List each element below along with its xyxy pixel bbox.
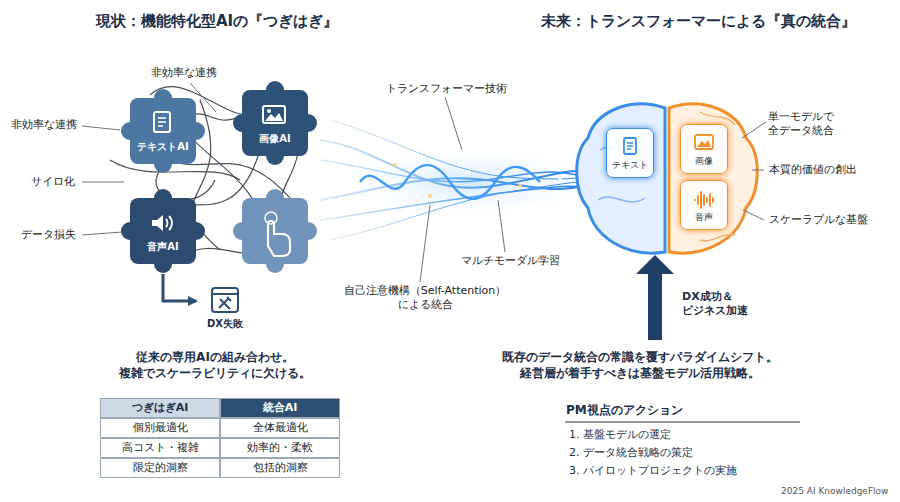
callout-label: 単一モデルで 全データ統合 [768, 110, 852, 139]
list-item: 2. データ統合戦略の策定 [568, 446, 694, 460]
puzzle-piece [299, 222, 317, 240]
leader-lines [82, 126, 120, 130]
brain [577, 104, 665, 253]
callout-label: トランスフォーマー技術 [385, 82, 508, 96]
node-label: 画像 [695, 155, 713, 168]
brain [669, 104, 757, 253]
node-label: テキスト [612, 159, 648, 172]
node-label: 音声 [695, 211, 713, 224]
table-cell: 個別最適化 [100, 418, 220, 438]
callout-label: スケーラブルな基盤 [768, 213, 869, 227]
section-heading: 現状：機能特化型AIの『つぎはぎ』 [95, 12, 339, 32]
leader-lines [82, 182, 124, 183]
puzzle-piece: 画像AI [232, 80, 318, 166]
modality-icon [148, 109, 178, 137]
modality-icon [690, 186, 718, 210]
list-heading: PM視点のアクション [565, 403, 684, 419]
leader-lines [82, 232, 122, 235]
data-stream [320, 120, 620, 240]
data-stream [360, 165, 540, 199]
callout-label: 本質的価値の創出 [768, 163, 858, 177]
puzzle-piece [233, 222, 251, 240]
puzzle-piece: 音声AI [120, 188, 206, 274]
caption-text: 既存のデータ統合の常識を覆すパラダイムシフト。 経営層が着手すべきは基盤モデル活… [480, 350, 800, 381]
puzzle-piece [266, 189, 284, 207]
data-stream [393, 163, 397, 167]
modality-box: 音声 [680, 180, 728, 230]
puzzle-piece [268, 221, 290, 256]
flow-arrow [163, 274, 196, 301]
modality-icon [616, 134, 644, 158]
callout-label: 自己注意機構（Self-Attention） による統合 [330, 284, 520, 313]
watermark: 2025 AI KnowledgeFlow [780, 486, 889, 498]
leader-lines [420, 205, 430, 282]
heading-underline [565, 422, 800, 423]
node-label: テキストAI [137, 140, 188, 154]
modality-icon [260, 101, 290, 129]
section-heading: 未来：トランスフォーマーによる『真の統合』 [540, 12, 857, 32]
table-cell: 高コスト・複雑 [100, 438, 220, 458]
callout-label: データ損失 [20, 228, 77, 242]
data-stream [518, 184, 522, 188]
node-label: 画像AI [259, 132, 290, 146]
node-label: 音声AI [147, 240, 178, 254]
brain [577, 104, 758, 253]
table-cell: 全体最適化 [220, 418, 340, 438]
modality-box: 画像 [680, 124, 728, 174]
modality-icon [148, 209, 178, 237]
callout-label: 非効率な連携 [10, 118, 78, 132]
puzzle-piece [242, 198, 308, 264]
data-stream [558, 176, 562, 180]
table-cell: 限定的洞察 [100, 458, 220, 478]
callout-label: 非効率な連携 [150, 66, 218, 80]
up-arrow [636, 255, 674, 274]
outcome-label: DX成功＆ ビジネス加速 [682, 290, 766, 319]
table-cell: つぎはぎAI [100, 398, 220, 418]
callout-label: マルチモーダル学習 [460, 254, 561, 268]
puzzle-piece [266, 255, 284, 273]
leader-lines [752, 170, 764, 171]
up-arrow [648, 272, 662, 340]
puzzle-shape [120, 188, 206, 274]
table-cell: 統合AI [220, 398, 340, 418]
leader-lines [742, 122, 766, 138]
leader-lines [445, 97, 462, 150]
list-item: 1. 基盤モデルの選定 [568, 428, 672, 442]
leader-lines [743, 210, 764, 220]
callout-label: サイロ化 [30, 175, 76, 189]
data-stream [428, 194, 432, 198]
caption-text: 従来の専用AIの組み合わせ。 複雑でスケーラビリティに欠ける。 [85, 350, 345, 381]
up-arrow [636, 255, 674, 340]
table-cell: 包括的洞察 [220, 458, 340, 478]
failure-icon: DX失敗 [198, 286, 252, 338]
data-stream [320, 178, 600, 200]
modality-icon [690, 130, 718, 154]
data-stream [330, 120, 600, 179]
list-item: 3. パイロットプロジェクトの実施 [568, 464, 738, 478]
puzzle-piece [265, 212, 277, 224]
leader-lines [498, 200, 505, 252]
data-stream [466, 170, 470, 174]
node-label: DX失敗 [207, 317, 243, 331]
data-stream [330, 182, 600, 240]
table-cell: 効率的・柔軟 [220, 438, 340, 458]
modality-icon [210, 286, 240, 314]
puzzle-piece: テキストAI [120, 88, 206, 174]
leader-lines [742, 122, 766, 220]
modality-box: テキスト [606, 128, 654, 178]
puzzle-piece [233, 189, 317, 273]
